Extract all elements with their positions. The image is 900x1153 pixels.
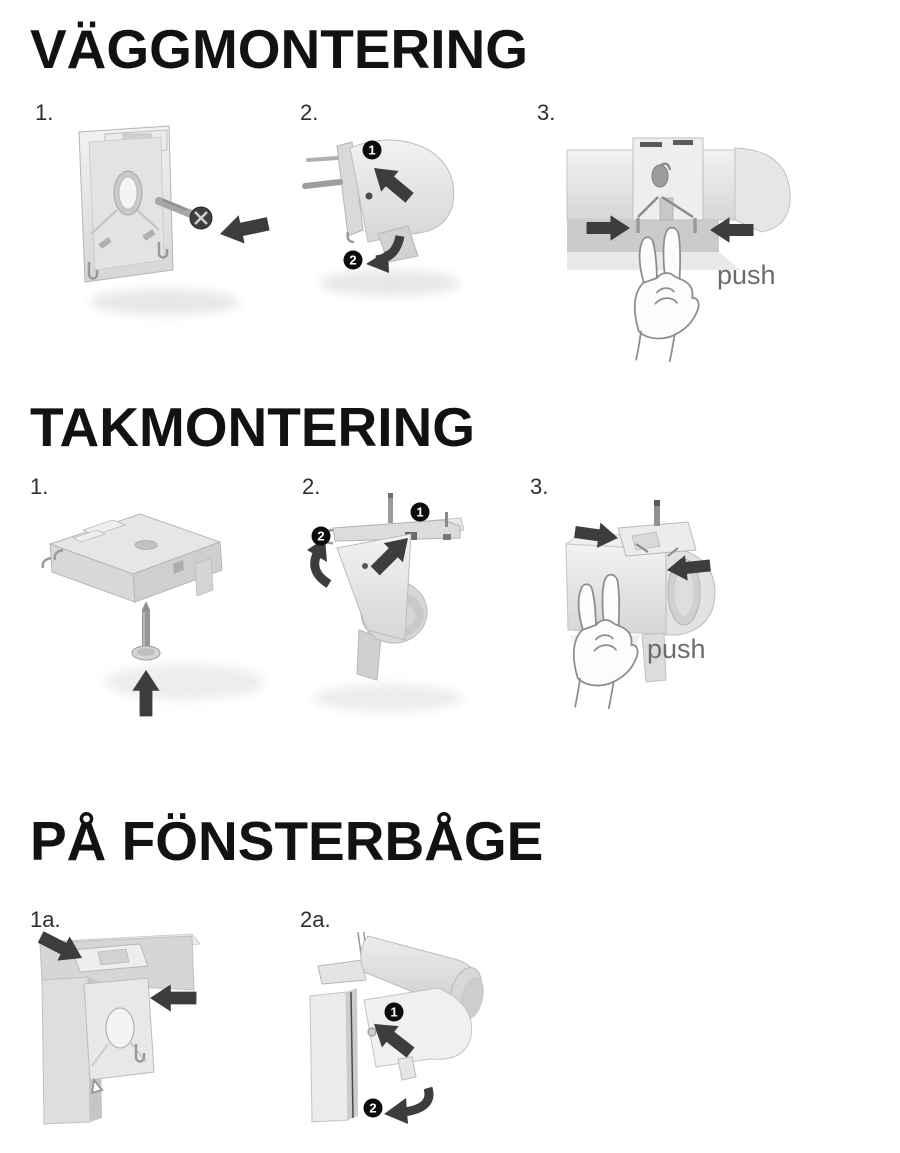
section-heading-window-frame: PÅ FÖNSTERBÅGE (30, 810, 544, 872)
svg-text:1: 1 (390, 1005, 397, 1020)
step-label: 3. (537, 100, 556, 125)
shadow (320, 270, 460, 296)
rotate-arrow-head (366, 250, 389, 273)
svg-text:1: 1 (416, 505, 423, 520)
bracket-hook (90, 1077, 104, 1095)
step-badge-2: 2 (311, 526, 331, 546)
step-badge-2: 2 (363, 1098, 383, 1118)
step-label: 2a. (300, 907, 331, 932)
illustration-frame-clamp-bracket (34, 924, 201, 1125)
svg-text:2: 2 (349, 253, 356, 268)
step-label: 2. (300, 100, 319, 125)
rotate-direction-arrow-icon (403, 1086, 434, 1117)
shadow (90, 289, 240, 315)
step-badge-1: 1 (410, 502, 430, 522)
svg-text:2: 2 (317, 529, 324, 544)
bracket-hook (41, 556, 52, 569)
end-cap-tab (397, 1056, 417, 1081)
press-direction-arrow-icon (216, 209, 272, 249)
illustration-wall-bracket-screw (78, 125, 272, 315)
svg-text:1: 1 (368, 143, 375, 158)
shadow (105, 664, 265, 700)
shadow (313, 684, 463, 712)
bracket-hook (87, 262, 99, 280)
clamp-bracket-part (71, 943, 155, 1095)
step-label: 2. (302, 474, 321, 499)
ceiling-bracket-part (41, 513, 223, 603)
bracket-hook (53, 548, 64, 561)
window-frame-post (309, 988, 358, 1123)
illustration-ceiling-click-push: push (564, 500, 716, 710)
step-label: 1. (30, 474, 49, 499)
step-label: 1a. (30, 907, 61, 932)
hanging-blind-part (336, 533, 428, 681)
svg-text:2: 2 (369, 1101, 376, 1116)
section-heading-ceiling: TAKMONTERING (30, 396, 476, 458)
push-label: push (647, 634, 706, 664)
step-label: 3. (530, 474, 549, 499)
bracket-hook (157, 242, 169, 259)
ceiling-bracket-top (617, 500, 697, 557)
screw-part (155, 197, 213, 230)
section-heading-wall: VÄGGMONTERING (30, 18, 529, 80)
push-label: push (717, 260, 776, 290)
screw-pin (654, 504, 660, 526)
illustration-ceiling-bracket-screw (41, 513, 265, 717)
step-label: 1. (35, 100, 54, 125)
bracket-hook (134, 1044, 146, 1063)
bracket-side-part (302, 141, 364, 244)
mounting-bracket-front (632, 137, 704, 233)
wall-bracket-part (78, 125, 174, 283)
rotate-direction-arrow-icon (310, 552, 332, 588)
illustration-wall-attach-blind: 1 2 (302, 139, 460, 296)
step-badge-1: 1 (362, 140, 382, 160)
screw-part (131, 601, 161, 661)
illustration-frame-attach-blind: 1 2 (309, 931, 484, 1124)
step-badge-1: 1 (384, 1002, 404, 1022)
ceiling-rail-part (323, 493, 465, 545)
rotate-arrow-head (384, 1098, 408, 1124)
illustration-ceiling-attach-blind: 1 2 (307, 493, 465, 712)
step-badge-2: 2 (343, 250, 363, 270)
screw-pin (388, 493, 393, 523)
illustration-wall-click-push: push (566, 137, 791, 363)
